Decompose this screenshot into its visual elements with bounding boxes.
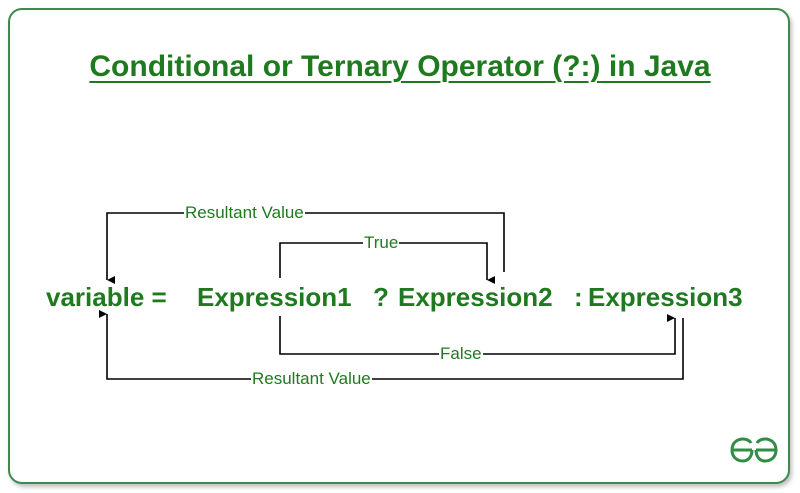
resultant-bottom-arrow: [99, 310, 684, 380]
geeksforgeeks-logo: [728, 436, 780, 471]
false-label: False: [439, 344, 483, 364]
true-label: True: [363, 233, 400, 253]
colon-operator: :: [574, 282, 583, 312]
question-operator: ?: [373, 282, 389, 312]
diagram-title: Conditional or Ternary Operator (?:) in …: [89, 50, 711, 83]
expression3: Expression3: [588, 282, 743, 312]
gfg-logo-icon: [730, 437, 778, 463]
resultant-value-bottom-label: Resultant Value: [251, 369, 372, 389]
expression1: Expression1: [197, 282, 352, 312]
variable-assignment: variable =: [46, 282, 167, 312]
expression2: Expression2: [398, 282, 553, 312]
resultant-value-top-label: Resultant Value: [184, 203, 305, 223]
resultant-top-arrow: [106, 212, 505, 284]
